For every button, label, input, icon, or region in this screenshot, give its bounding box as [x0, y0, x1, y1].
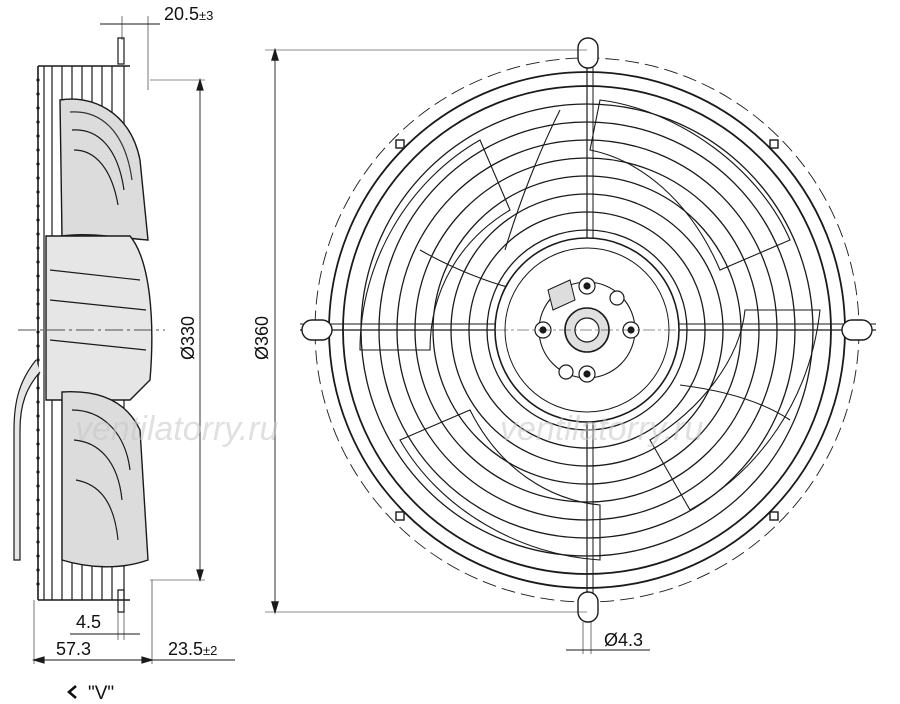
grille-dot: [36, 400, 40, 404]
side-view: [13, 16, 235, 664]
grille-dot: [36, 288, 40, 292]
dim-blade-diameter: Ø330: [178, 316, 198, 360]
dim-offset-top: 20.5±3: [164, 4, 213, 24]
watermarks: ventilatorry.ru ventilatorry.ru: [75, 410, 704, 448]
grille-dot: [36, 414, 40, 418]
grille-dot: [36, 316, 40, 320]
grille-dot: [36, 568, 40, 572]
grille-dot: [36, 274, 40, 278]
chevron-left-icon: [67, 685, 77, 699]
dim-flange: 4.5: [76, 612, 101, 632]
grille-edge-dots: [36, 78, 40, 586]
grille-dot: [36, 302, 40, 306]
grille-dot: [36, 582, 40, 586]
grille-dot: [36, 498, 40, 502]
upper-blade: [59, 98, 149, 241]
front-view: [265, 37, 876, 654]
lower-blade: [61, 391, 149, 568]
dim-hole-diameter: Ø4.3: [604, 630, 643, 650]
grille-dot: [36, 106, 40, 110]
grille-dot: [36, 78, 40, 82]
grille-dot: [36, 232, 40, 236]
grille-dot: [36, 190, 40, 194]
dim-grille-diameter: Ø360: [252, 316, 272, 360]
grille-dot: [36, 176, 40, 180]
grille-dot: [36, 540, 40, 544]
grille-dot: [36, 386, 40, 390]
dim-offset-bottom: 23.5±2: [168, 639, 217, 659]
dimension-labels: 20.5±3 Ø330 4.5 57.3 23.5±2 Ø360 Ø4.3 "V…: [56, 4, 643, 704]
grille-dot: [36, 442, 40, 446]
grille-dot: [36, 456, 40, 460]
grille-dot: [36, 554, 40, 558]
grille-dot: [36, 330, 40, 334]
grille-dot: [36, 260, 40, 264]
grille-dot: [36, 92, 40, 96]
watermark-left: ventilatorry.ru: [75, 410, 279, 448]
grille-dot: [36, 470, 40, 474]
terminal-box: [547, 279, 576, 311]
grille-dot: [36, 428, 40, 432]
grille-dot: [36, 120, 40, 124]
grille-dot: [36, 204, 40, 208]
grille-dot: [36, 512, 40, 516]
grille-dot: [36, 246, 40, 250]
grille-dot: [36, 134, 40, 138]
grille-dot: [36, 162, 40, 166]
view-label: "V": [88, 683, 114, 704]
grille-dot: [36, 148, 40, 152]
grille-dot: [36, 344, 40, 348]
dim-depth: 57.3: [56, 639, 91, 659]
motor-hub: [45, 235, 153, 401]
power-cable: [13, 359, 41, 561]
grille-dot: [36, 526, 40, 530]
watermark-right: ventilatorry.ru: [500, 410, 704, 448]
grille-dot: [36, 358, 40, 362]
grille-dot: [36, 484, 40, 488]
grille-dot: [36, 218, 40, 222]
